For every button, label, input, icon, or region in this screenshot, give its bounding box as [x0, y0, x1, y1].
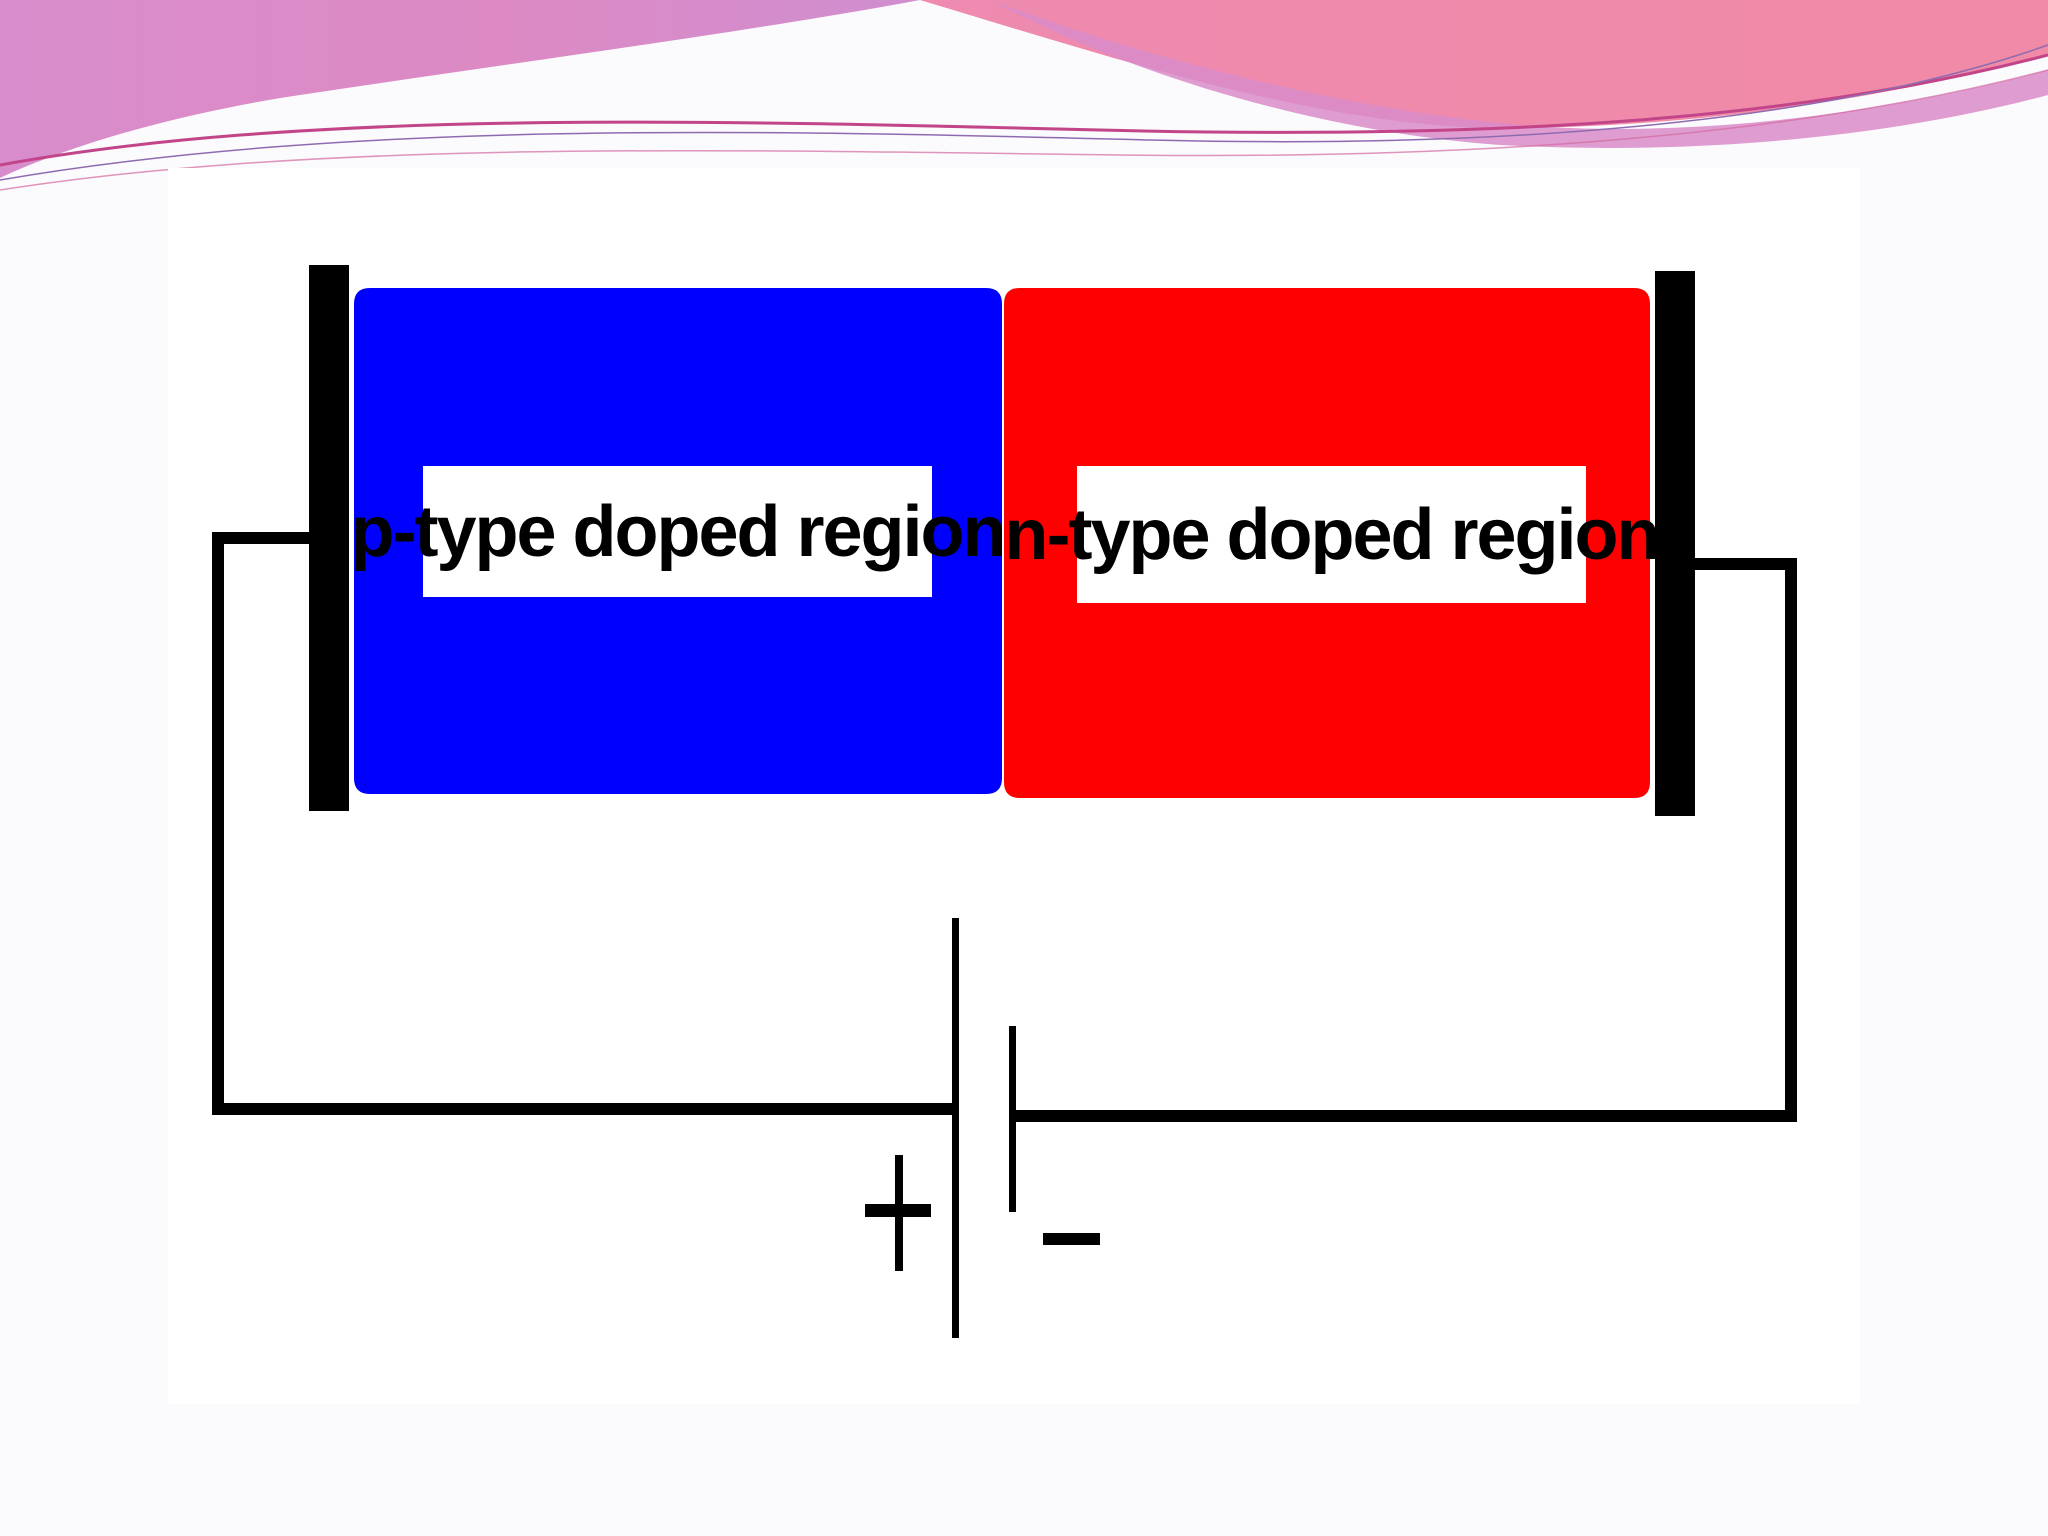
left-electrode: [309, 265, 349, 811]
minus-sign-icon: [1043, 1233, 1100, 1245]
battery-negative-plate: [1009, 1026, 1016, 1212]
plus-sign-icon: [865, 1155, 931, 1271]
battery-positive-plate: [952, 918, 959, 1338]
p-type-region-label: p-type doped region: [351, 466, 1007, 597]
right-electrode: [1655, 271, 1695, 816]
right-wire: [1012, 558, 1797, 1122]
n-type-region-label: n-type doped region: [1005, 466, 1661, 603]
header-wave-decoration: [0, 0, 2048, 191]
left-wire: [212, 532, 953, 1115]
